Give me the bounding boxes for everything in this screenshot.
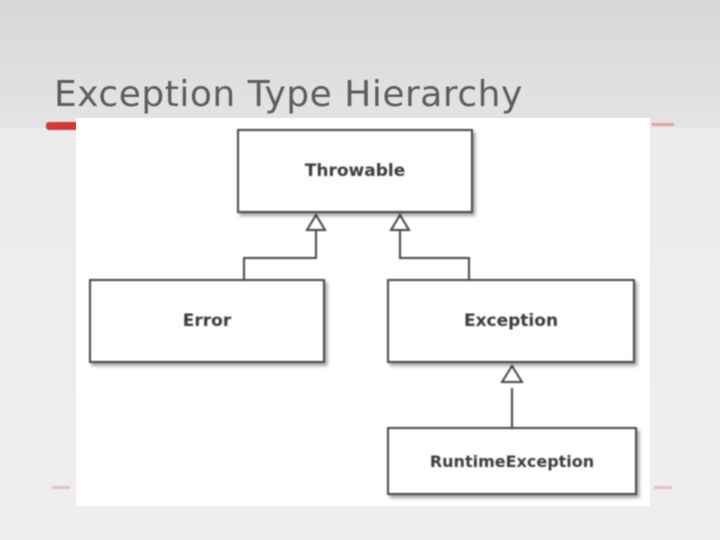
node-exception bbox=[387, 279, 635, 363]
accent-tick-bottom-left bbox=[52, 486, 70, 489]
accent-tick-right bbox=[652, 123, 674, 126]
diagram-canvas: Throwable Error Exception RuntimeExcepti… bbox=[76, 118, 650, 506]
accent-tick-bottom-right bbox=[654, 486, 672, 489]
inheritance-arrow-right bbox=[389, 213, 411, 231]
slide-title: Exception Type Hierarchy bbox=[54, 74, 523, 115]
node-runtime-exception-label: RuntimeException bbox=[430, 452, 594, 471]
node-error bbox=[89, 279, 325, 363]
node-error-label: Error bbox=[183, 311, 232, 331]
node-exception-label: Exception bbox=[464, 311, 558, 331]
connector-exception-throwable bbox=[399, 230, 470, 280]
node-throwable bbox=[237, 129, 473, 213]
connector-error-throwable bbox=[243, 230, 317, 280]
title-band bbox=[0, 0, 720, 128]
node-throwable-label: Throwable bbox=[305, 161, 405, 181]
inheritance-arrow-exception bbox=[500, 364, 524, 383]
title-accent-bar bbox=[46, 122, 78, 130]
node-runtime-exception bbox=[387, 427, 637, 495]
inheritance-arrow-left bbox=[305, 213, 327, 231]
class-hierarchy-diagram: Throwable Error Exception RuntimeExcepti… bbox=[89, 129, 637, 495]
